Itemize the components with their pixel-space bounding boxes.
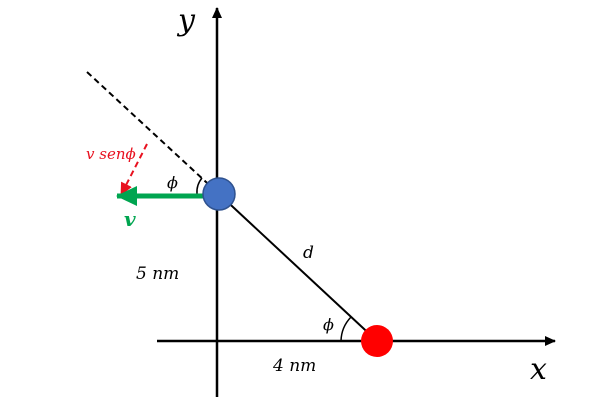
velocity-component-label: v senϕ xyxy=(86,145,136,163)
vertical-distance-label: 5 nm xyxy=(136,264,179,284)
blue-particle xyxy=(202,177,236,211)
y-axis-label: y xyxy=(176,3,196,38)
x-axis-label: x xyxy=(530,352,547,387)
horizontal-distance-label: 4 nm xyxy=(272,356,316,376)
angle-label-bottom: ϕ xyxy=(323,315,334,334)
velocity-label: v xyxy=(124,207,136,231)
angle-label-top: ϕ xyxy=(167,173,178,192)
dashed-extension-line xyxy=(86,71,220,195)
angle-arc-bottom xyxy=(340,316,352,342)
distance-label: d xyxy=(303,243,314,263)
angle-arc-top xyxy=(196,177,203,195)
red-particle xyxy=(361,325,393,357)
distance-line xyxy=(218,193,378,342)
